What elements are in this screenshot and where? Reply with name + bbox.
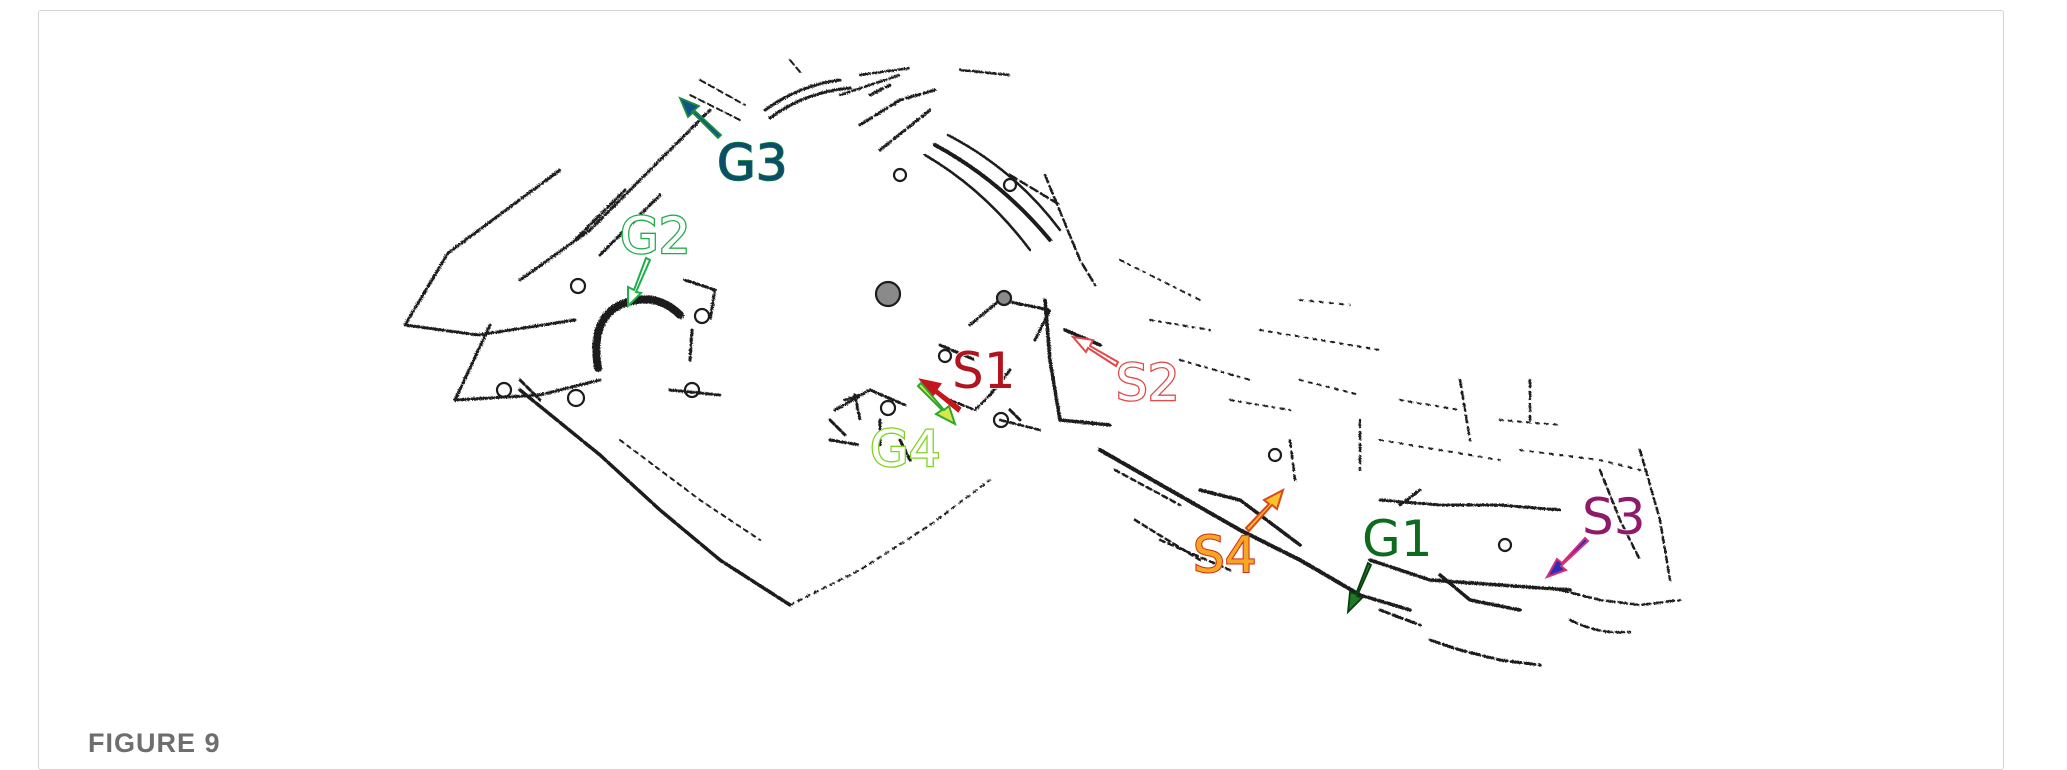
wall-segment <box>923 133 1062 252</box>
fixture-ring <box>566 388 586 408</box>
wall-segment <box>518 388 792 607</box>
fixture-ring <box>1002 177 1018 193</box>
wall-segment <box>1198 488 1412 612</box>
fixture-ring <box>879 399 897 417</box>
wall-segment <box>1098 448 1362 597</box>
marker-s2: S2 <box>1070 335 1181 413</box>
map-fixtures <box>495 167 1513 553</box>
g1-label: G1 <box>1362 510 1433 568</box>
s3-label: S3 <box>1582 488 1646 546</box>
fixture-ring <box>683 381 701 399</box>
occupancy-map: G3 G2 S1 G4 S2 S4 G1 <box>403 59 1682 667</box>
map-walls <box>403 59 1682 667</box>
wall-segment <box>948 393 1042 432</box>
wall-segment <box>1119 259 1291 411</box>
s3-arrow-icon <box>1544 536 1590 579</box>
wall-segment <box>1378 488 1562 512</box>
g3-label: G3 <box>717 134 788 192</box>
pillar <box>995 289 1013 307</box>
wall-segment <box>689 59 801 121</box>
marker-s1: S1 <box>918 341 1016 413</box>
g2-arrow-icon <box>627 256 652 309</box>
wall-segment <box>858 83 937 152</box>
marker-s3: S3 <box>1544 487 1646 579</box>
wall-segment <box>518 278 722 402</box>
g4-label: G4 <box>870 420 941 478</box>
wall-segment <box>1259 329 1561 426</box>
wall-segment <box>828 388 907 447</box>
s1-label: S1 <box>952 342 1016 400</box>
wall-segment <box>828 393 1022 462</box>
pose-markers: G3 G2 S1 G4 S2 S4 G1 <box>619 96 1646 615</box>
wall-segment <box>1368 558 1572 612</box>
marker-g1: G1 <box>1346 509 1433 615</box>
wall-segment <box>1043 298 1112 427</box>
wall-segment <box>1299 299 1641 471</box>
fixture-ring <box>1267 447 1283 463</box>
s2-label: S2 <box>1116 354 1180 412</box>
g4-arrow-icon <box>916 381 957 427</box>
s4-arrow-icon <box>1244 487 1285 533</box>
wall-segment <box>1008 173 1097 287</box>
g3-arrow-icon <box>678 96 723 140</box>
fixture-ring <box>569 277 587 295</box>
wall-segment <box>763 78 852 120</box>
wall-segment <box>518 108 712 282</box>
wall-segment <box>1598 448 1672 582</box>
fixture-ring <box>937 348 953 364</box>
wall-segment <box>1378 608 1542 667</box>
wall-segment <box>1558 588 1682 634</box>
g1-arrow-icon <box>1346 561 1373 615</box>
fixture-ring <box>693 307 711 325</box>
wall-segment <box>938 298 1053 397</box>
marker-g2: G2 <box>619 206 692 309</box>
fixture-ring <box>495 381 513 399</box>
marker-g3: G3 <box>678 96 788 193</box>
wall-segment <box>403 168 602 402</box>
fixture-ring <box>992 411 1010 429</box>
pillar <box>874 280 902 308</box>
g2-label: G2 <box>620 207 691 265</box>
wall-segment <box>838 66 1012 97</box>
wall-segment <box>1113 468 1232 572</box>
s4-label: S4 <box>1193 526 1257 584</box>
wall-segment <box>592 295 684 372</box>
wall-segment <box>1288 378 1532 482</box>
marker-g4: G4 <box>869 381 957 479</box>
figure-frame <box>38 10 2004 770</box>
wall-segment <box>619 439 991 606</box>
marker-s4: S4 <box>1192 487 1285 585</box>
wall-segment <box>933 143 1052 242</box>
s2-arrow-icon <box>1070 335 1120 368</box>
fixture-ring <box>1497 537 1513 553</box>
fixture-ring <box>892 167 908 183</box>
